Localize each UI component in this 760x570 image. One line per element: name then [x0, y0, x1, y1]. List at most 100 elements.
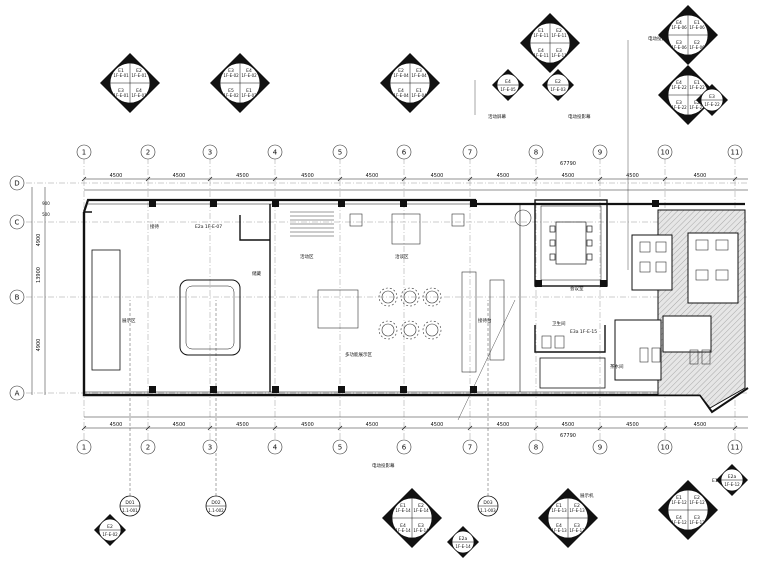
- svg-text:E3: E3: [676, 100, 682, 106]
- grid-bubble-bottom-11: 11: [727, 439, 743, 455]
- svg-text:E2a: E2a: [459, 536, 468, 542]
- svg-text:1F-E-04: 1F-E-04: [411, 73, 427, 78]
- elevation-markers: E11F-E-01E21F-E-01E31F-E-01E41F-E-01E31F…: [94, 5, 748, 558]
- svg-text:E1: E1: [676, 495, 682, 501]
- svg-text:1F-E-12: 1F-E-12: [724, 482, 740, 487]
- svg-text:E3: E3: [416, 68, 422, 74]
- top-dim-5: 4500: [431, 173, 444, 179]
- grid-bubble-bottom-3: 3: [202, 439, 218, 455]
- callout-3: 电动投影幕: [372, 462, 395, 469]
- top-dim-7: 4500: [562, 173, 575, 179]
- svg-text:7: 7: [468, 149, 472, 157]
- svg-text:E2: E2: [694, 40, 700, 46]
- svg-text:9: 9: [598, 149, 602, 157]
- svg-text:1F-E-13: 1F-E-13: [551, 528, 567, 533]
- svg-text:E4: E4: [676, 515, 682, 521]
- svg-text:E3: E3: [556, 48, 562, 54]
- side-dim-2: 4900: [36, 339, 42, 352]
- svg-text:E4: E4: [136, 88, 142, 94]
- svg-text:1F-E-11: 1F-E-11: [551, 53, 567, 58]
- svg-text:E2: E2: [398, 68, 404, 74]
- svg-text:1: 1: [82, 444, 86, 452]
- svg-text:E2: E2: [694, 495, 700, 501]
- grid-bubble-bottom-9: 9: [592, 439, 608, 455]
- svg-text:1F-E-04: 1F-E-04: [411, 93, 427, 98]
- svg-text:C: C: [15, 219, 20, 227]
- room-label-3: 活动区: [300, 253, 314, 260]
- room-label-11: E3a 1F-E-15: [570, 329, 597, 335]
- svg-text:3: 3: [208, 444, 212, 452]
- svg-text:D02: D02: [211, 500, 220, 506]
- room-label-5: 卫生间: [552, 320, 566, 327]
- svg-text:11: 11: [731, 444, 740, 452]
- svg-text:1F-E-06: 1F-E-06: [689, 25, 705, 30]
- bottom-dim-0: 4500: [110, 422, 123, 428]
- grid-bubble-top-11: 11: [727, 144, 743, 160]
- grid-bubble-row-C: C: [9, 214, 25, 230]
- svg-text:E2: E2: [107, 524, 113, 530]
- svg-text:E3: E3: [694, 515, 700, 521]
- svg-text:8: 8: [534, 149, 538, 157]
- svg-text:1F-E-05: 1F-E-05: [500, 87, 516, 92]
- svg-text:4: 4: [273, 444, 278, 452]
- svg-text:B: B: [15, 294, 20, 302]
- leader-lines: [457, 40, 629, 421]
- lounge-round-tables: [378, 287, 442, 340]
- svg-text:1F-E-11: 1F-E-11: [533, 53, 549, 58]
- svg-text:E1: E1: [400, 503, 406, 509]
- svg-text:1F-E-02: 1F-E-02: [223, 73, 239, 78]
- svg-text:E2: E2: [136, 68, 142, 74]
- svg-text:1F-E-14: 1F-E-14: [395, 508, 411, 513]
- side-dim-0: 4900: [36, 234, 42, 247]
- svg-text:E2: E2: [418, 503, 424, 509]
- svg-text:1.1-003: 1.1-003: [480, 508, 496, 513]
- single-marker-3: E2a 1F-E-12: [716, 464, 748, 496]
- grid-bubble-bottom-1: 1: [76, 439, 92, 455]
- svg-text:E1: E1: [538, 28, 544, 34]
- svg-text:10: 10: [661, 444, 670, 452]
- svg-text:E2: E2: [694, 100, 700, 106]
- svg-text:1F-E-06: 1F-E-06: [671, 25, 687, 30]
- dimension-ticks: [81, 176, 738, 431]
- side-dim-1: 13900: [36, 267, 42, 283]
- callout-1: 电动投影幕: [568, 113, 591, 120]
- svg-text:1F-E-12: 1F-E-12: [689, 500, 705, 505]
- svg-text:1F-E-02: 1F-E-02: [241, 73, 257, 78]
- office-desks: [639, 239, 729, 281]
- svg-text:E2a: E2a: [728, 474, 737, 480]
- svg-text:1F-E-01: 1F-E-01: [131, 93, 147, 98]
- room-label-10: E2a 1F-E-07: [195, 224, 222, 230]
- grid-bubble-row-A: A: [9, 385, 25, 401]
- svg-text:1F-E-02: 1F-E-02: [223, 93, 239, 98]
- svg-text:E2: E2: [556, 28, 562, 34]
- grid-bubble-top-4: 4: [267, 144, 283, 160]
- svg-text:E4: E4: [246, 68, 252, 74]
- room-label-0: 接待: [150, 223, 159, 230]
- svg-text:1F-E-22: 1F-E-22: [671, 105, 687, 110]
- svg-text:2: 2: [146, 149, 150, 157]
- grid-bubble-row-B: B: [9, 289, 25, 305]
- svg-text:1F-E-03: 1F-E-03: [550, 87, 566, 92]
- svg-text:A: A: [15, 390, 20, 398]
- office-partitions: [614, 232, 739, 381]
- grid-bubble-top-8: 8: [528, 144, 544, 160]
- overall-dim-top: 67790: [560, 161, 576, 167]
- svg-text:E3: E3: [574, 523, 580, 529]
- svg-text:E4: E4: [676, 20, 682, 26]
- grid-bubble-top-6: 6: [396, 144, 412, 160]
- svg-text:1F-E-06: 1F-E-06: [671, 45, 687, 50]
- svg-text:1F-E-01: 1F-E-01: [131, 73, 147, 78]
- svg-text:E1: E1: [118, 68, 124, 74]
- svg-text:E4: E4: [505, 79, 511, 85]
